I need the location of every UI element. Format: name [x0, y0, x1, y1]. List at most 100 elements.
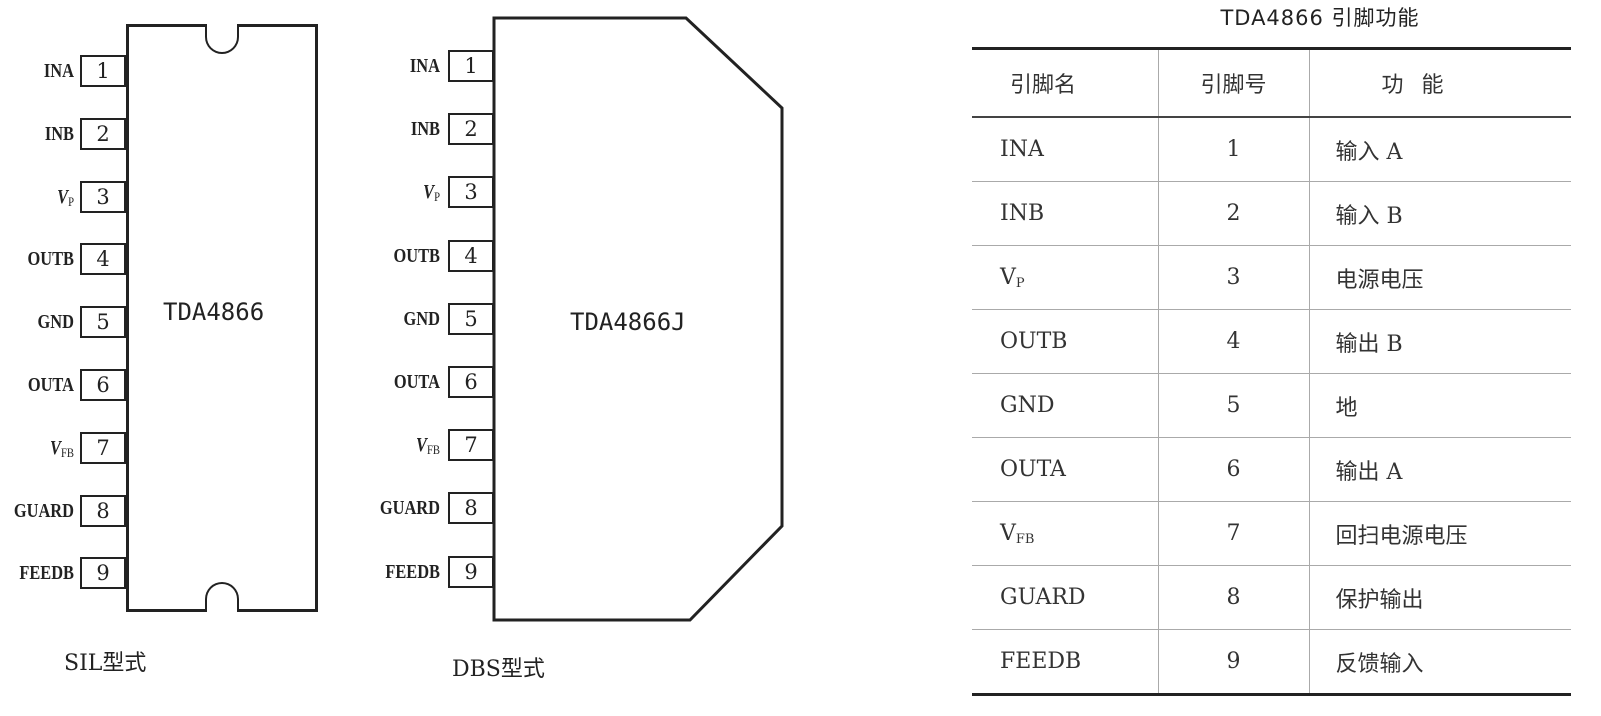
cell-pin-name: VP — [972, 245, 1158, 310]
sil-pin-label: OUTA — [0, 369, 74, 401]
cell-pin-number: 4 — [1157, 309, 1309, 374]
dbs-pin-label-text: GUARD — [379, 497, 440, 520]
cell-pin-name-text: OUTB — [1000, 329, 1068, 354]
cell-pin-name: INB — [972, 181, 1158, 246]
cell-pin-name-subscript: FB — [1015, 531, 1035, 547]
dbs-pin-label-text: INB — [410, 118, 440, 141]
cell-function: 输入 B — [1308, 181, 1571, 246]
header-function: 功能 — [1308, 47, 1571, 118]
dbs-pin-label: VP — [342, 176, 440, 213]
sil-pin-label: INB — [0, 118, 74, 150]
cell-pin-number: 5 — [1157, 373, 1309, 438]
table-title: TDA4866 引脚功能 — [1220, 6, 1420, 30]
cell-pin-name: OUTA — [972, 437, 1158, 502]
sil-chip-body — [126, 24, 318, 612]
sil-pin-label-text: GND — [37, 311, 74, 334]
cell-pin-number: 2 — [1157, 181, 1309, 246]
cell-pin-name-text: GUARD — [1000, 585, 1086, 610]
sil-pin-label: GND — [0, 306, 74, 338]
cell-pin-name: INA — [972, 117, 1158, 182]
sil-pin-number: 6 — [80, 369, 126, 401]
sil-pin-number: 2 — [80, 117, 126, 150]
sil-pin-number: 1 — [80, 55, 126, 87]
cell-pin-number: 7 — [1157, 501, 1309, 566]
cell-pin-name-text: V — [1000, 520, 1016, 546]
sil-caption: SIL型式 — [64, 651, 147, 676]
header-pin-name: 引脚名 — [972, 47, 1158, 118]
dbs-pin-number: 2 — [448, 113, 494, 146]
sil-pin-label-text: GUARD — [13, 499, 74, 522]
cell-pin-name-text: OUTA — [1000, 457, 1066, 482]
cell-pin-name: GUARD — [972, 565, 1158, 630]
dbs-pin-label: VFB — [342, 429, 440, 466]
cell-pin-name: VFB — [972, 501, 1158, 566]
sil-pin-number: 5 — [80, 306, 126, 339]
dbs-pin-label: INB — [342, 113, 440, 145]
dbs-pin-number: 3 — [448, 176, 494, 209]
sil-pin-label-text: OUTA — [27, 374, 74, 396]
sil-chip-name: TDA4866 — [163, 298, 265, 326]
sil-pin-number: 7 — [80, 431, 126, 464]
dbs-caption: DBS型式 — [452, 657, 545, 682]
dbs-pin-label: OUTB — [342, 240, 440, 272]
sil-pin-label-text: OUTB — [27, 248, 74, 271]
sil-pin-label-text: INA — [43, 60, 74, 82]
sil-pin-label-subscript: P — [68, 193, 74, 209]
sil-notch-top — [205, 24, 239, 54]
cell-pin-name: OUTB — [972, 309, 1158, 374]
dbs-chip-outline — [492, 16, 784, 622]
dbs-pin-number: 8 — [448, 492, 494, 525]
cell-pin-name-subscript: P — [1015, 275, 1025, 291]
sil-pin-label: VFB — [0, 432, 74, 469]
sil-pin-label-text: V — [57, 185, 69, 208]
dbs-pin-label: INA — [342, 50, 440, 82]
cell-function: 输出 A — [1308, 437, 1571, 502]
dbs-pin-label-text: V — [416, 434, 427, 457]
sil-pin-label: INA — [0, 55, 74, 87]
dbs-pin-number: 4 — [448, 239, 494, 272]
cell-function: 输出 B — [1308, 309, 1571, 374]
cell-function: 回扫电源电压 — [1308, 501, 1571, 566]
dbs-pin-label: FEEDB — [342, 556, 440, 588]
header-pin-number: 引脚号 — [1157, 47, 1309, 118]
cell-pin-number: 6 — [1157, 437, 1309, 502]
cell-function: 反馈输入 — [1308, 629, 1571, 696]
table-header-row: 引脚名 引脚号 功能 — [972, 47, 1571, 118]
cell-pin-name-text: INB — [1000, 201, 1045, 226]
cell-pin-number: 9 — [1157, 629, 1309, 696]
sil-pin-label-subscript: FB — [60, 444, 74, 460]
dbs-pin-label-text: GND — [403, 307, 440, 330]
dbs-pin-label-subscript: P — [434, 189, 440, 205]
sil-pin-label: GUARD — [0, 495, 74, 527]
cell-pin-name-text: V — [1000, 264, 1016, 290]
sil-pin-number: 8 — [80, 494, 126, 527]
cell-pin-number: 8 — [1157, 565, 1309, 630]
sil-pin-number: 9 — [80, 557, 126, 590]
cell-pin-name-text: GND — [1000, 393, 1055, 418]
cell-function: 保护输出 — [1308, 565, 1571, 630]
sil-pin-number: 4 — [80, 243, 126, 276]
dbs-pin-label-text: INA — [409, 55, 440, 77]
cell-pin-name-text: FEEDB — [1000, 649, 1082, 674]
dbs-pin-label-text: OUTB — [393, 244, 440, 267]
cell-pin-name: FEEDB — [972, 629, 1158, 696]
dbs-pin-label-text: V — [423, 181, 435, 204]
sil-pin-label-text: INB — [44, 122, 74, 145]
cell-function: 电源电压 — [1308, 245, 1571, 310]
dbs-pin-label-subscript: FB — [426, 442, 440, 458]
sil-pin-label-text: FEEDB — [19, 562, 74, 585]
dbs-pin-label: GND — [342, 303, 440, 335]
cell-pin-name: GND — [972, 373, 1158, 438]
cell-pin-number: 1 — [1157, 117, 1309, 182]
sil-pin-label-text: V — [50, 436, 61, 459]
sil-pin-label: FEEDB — [0, 557, 74, 589]
dbs-chip-name: TDA4866J — [570, 308, 686, 336]
